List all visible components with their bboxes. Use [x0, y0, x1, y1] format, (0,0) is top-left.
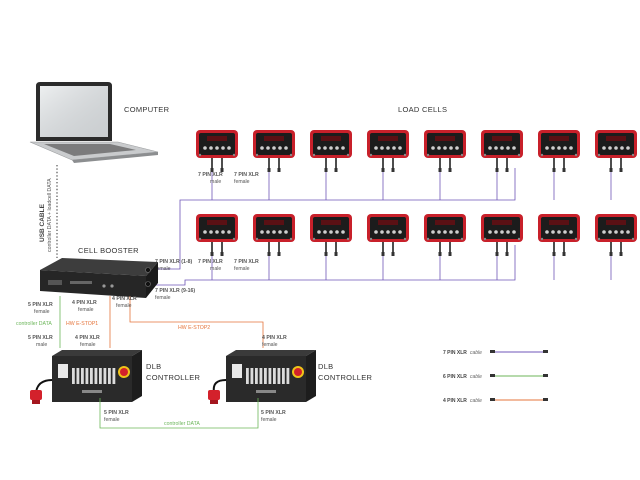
estop2-line	[129, 296, 264, 348]
load-cells-bottom-row	[196, 214, 637, 256]
load-cell-display-icon	[538, 130, 580, 172]
bottom-7pin-male-label: 7 PIN XLR	[198, 259, 223, 265]
booster-4pin-2-female-label: female	[116, 303, 132, 309]
load-cell-display-icon	[196, 130, 238, 172]
load-cell-display-icon	[253, 130, 295, 172]
bottom-female-label: female	[234, 266, 250, 272]
load-cell-display-icon	[595, 130, 637, 172]
load-cell-display-icon	[196, 214, 238, 256]
controller-data-label-1: controller DATA	[16, 321, 52, 327]
usb-cable-label: USB CABLE	[39, 203, 46, 242]
cell-cable-stubs	[210, 158, 224, 172]
booster-female-2-label: female	[155, 295, 171, 301]
cell-cable-stubs	[552, 158, 566, 172]
ctrl2-dlb-label: DLB	[318, 362, 334, 371]
ctrl2-controller-label: CONTROLLER	[318, 373, 373, 382]
cell-cable-stubs	[609, 242, 623, 256]
load-cell-display-icon	[310, 214, 352, 256]
booster-4pin-1-female-label: female	[78, 307, 94, 313]
cell-booster-label: CELL BOOSTER	[78, 246, 139, 255]
ctrl1-dlb-label: DLB	[146, 362, 162, 371]
booster-female-1-label: female	[155, 266, 171, 272]
legend-pin-label: 7 PIN XLR	[443, 350, 467, 356]
cell-cable-stubs	[609, 158, 623, 172]
legend-cable-word: cable	[470, 374, 482, 380]
booster-4pin-2-label: 4 PIN XLR	[112, 296, 137, 302]
estop-button-icon	[292, 366, 304, 378]
ctrl2-bottom-5pin-label: 5 PIN XLR	[261, 410, 286, 416]
estop-button-icon	[118, 366, 130, 378]
load-cell-display-icon	[481, 214, 523, 256]
usb-sub-label: controller DATA + loadcell DATA	[47, 178, 53, 252]
cell-cable-stubs	[267, 158, 281, 172]
legend-pin-label: 6 PIN XLR	[443, 374, 467, 380]
cell-cable-stubs	[495, 242, 509, 256]
load-cell-display-icon	[538, 214, 580, 256]
legend-cable-word: cable	[470, 350, 482, 356]
load-cell-display-icon	[424, 130, 466, 172]
ctrl1-bottom-female-label: female	[104, 417, 120, 423]
laptop-icon	[29, 82, 159, 163]
estop2-label: HW E-STOP2	[178, 325, 210, 331]
load-cell-display-icon	[367, 214, 409, 256]
dlb-controller-box-icon	[208, 350, 316, 404]
load-cell-display-icon	[595, 214, 637, 256]
ctrl1-5pin-male-label: male	[36, 342, 47, 348]
top-7pin-male-label: 7 PIN XLR	[198, 172, 223, 178]
cell-cable-stubs	[267, 242, 281, 256]
booster-5pin-female-label: female	[34, 309, 50, 315]
computer-label: COMPUTER	[124, 105, 170, 114]
ctrl2-bottom-female-label: female	[261, 417, 277, 423]
legend-cable-word: cable	[470, 398, 482, 404]
seven-pin-cable-lines	[156, 168, 612, 286]
load-cells-top-row	[196, 130, 637, 172]
ctrl2-4pin-female-label: female	[262, 342, 278, 348]
top-male-label: male	[210, 179, 221, 185]
dlb-controller-box-icon	[30, 350, 142, 404]
legend-pin-label: 4 PIN XLR	[443, 398, 467, 404]
ctrl1-controller-label: CONTROLLER	[146, 373, 201, 382]
booster-4pin-1-label: 4 PIN XLR	[72, 300, 97, 306]
ctrl1-5pin-label: 5 PIN XLR	[28, 335, 53, 341]
cell-cable-stubs	[324, 158, 338, 172]
ctrl2-4pin-label: 4 PIN XLR	[262, 335, 287, 341]
booster-7pin-1-8-label: 7 PIN XLR (1-8)	[155, 259, 192, 265]
cell-cable-stubs	[438, 242, 452, 256]
cell-cable-stubs	[210, 242, 224, 256]
load-cell-display-icon	[367, 130, 409, 172]
bottom-7pin-female-label: 7 PIN XLR	[234, 259, 259, 265]
cell-cable-stubs	[324, 242, 338, 256]
estop1-label: HW E-STOP1	[66, 321, 98, 327]
red-power-plug-icon	[208, 390, 220, 404]
load-cell-display-icon	[310, 130, 352, 172]
top-7pin-female-label: 7 PIN XLR	[234, 172, 259, 178]
controller-data-line-2	[99, 398, 259, 429]
booster-7pin-9-16-label: 7 PIN XLR (9-16)	[155, 288, 195, 294]
ctrl1-4pin-female-label: female	[80, 342, 96, 348]
top-female-label: female	[234, 179, 250, 185]
ctrl1-4pin-label: 4 PIN XLR	[75, 335, 100, 341]
cell-cable-stubs	[381, 242, 395, 256]
cell-cable-stubs	[438, 158, 452, 172]
controller-data-label-2: controller DATA	[164, 421, 200, 427]
load-cell-display-icon	[481, 130, 523, 172]
cell-cable-stubs	[552, 242, 566, 256]
cell-cable-stubs	[381, 158, 395, 172]
load-cell-display-icon	[253, 214, 295, 256]
booster-5pin-label: 5 PIN XLR	[28, 302, 53, 308]
load-cells-label: LOAD CELLS	[398, 105, 447, 114]
cell-cable-stubs	[495, 158, 509, 172]
cell-booster-device-icon	[40, 258, 158, 298]
load-cell-display-icon	[424, 214, 466, 256]
red-power-plug-icon	[30, 390, 42, 404]
bottom-male-label: male	[210, 266, 221, 272]
ctrl1-bottom-5pin-label: 5 PIN XLR	[104, 410, 129, 416]
